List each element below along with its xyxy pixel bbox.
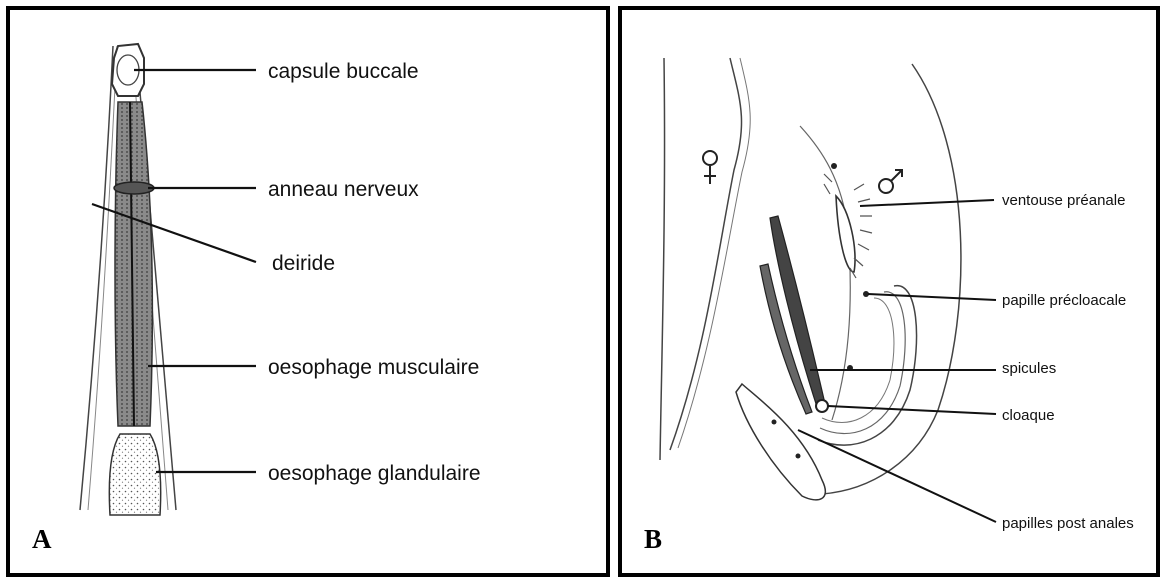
panel-a: capsule buccale anneau nerveux deiride o… bbox=[6, 6, 610, 577]
panel-letter-b: B bbox=[644, 524, 662, 555]
label-oesophage-musculaire: oesophage musculaire bbox=[268, 356, 479, 379]
label-anneau-nerveux: anneau nerveux bbox=[268, 178, 419, 201]
leader-cloaque bbox=[828, 406, 996, 414]
small-dot bbox=[831, 163, 837, 169]
leader-ventouse-preanale bbox=[860, 200, 994, 206]
male-tail-tip bbox=[736, 384, 825, 500]
male-body-outer bbox=[822, 64, 961, 494]
panel-letter-a: A bbox=[32, 524, 52, 555]
preanal-sucker bbox=[836, 196, 855, 272]
anterior-end-drawing: capsule buccale anneau nerveux deiride o… bbox=[10, 10, 606, 573]
label-papilles-post-anales: papilles post anales bbox=[1002, 515, 1134, 532]
leader-papilles-post-anales bbox=[798, 430, 996, 522]
glandular-oesophagus bbox=[109, 434, 160, 515]
label-cloaque: cloaque bbox=[1002, 407, 1055, 424]
female-tail-curve bbox=[670, 58, 742, 450]
label-ventouse-preanale: ventouse préanale bbox=[1002, 192, 1125, 209]
leader-papille-precloacale bbox=[868, 294, 996, 300]
sheath-line-3 bbox=[822, 298, 894, 422]
label-spicules: spicules bbox=[1002, 360, 1056, 377]
posterior-end-drawing: ventouse préanale papille précloacale sp… bbox=[622, 10, 1156, 573]
panel-b: ventouse préanale papille précloacale sp… bbox=[618, 6, 1160, 577]
body-cuticle-left bbox=[80, 46, 113, 510]
label-papille-precloacale: papille précloacale bbox=[1002, 292, 1126, 309]
postanal-papilla-1 bbox=[772, 420, 777, 425]
label-oesophage-glandulaire: oesophage glandulaire bbox=[268, 462, 481, 485]
label-capsule-buccale: capsule buccale bbox=[268, 60, 419, 83]
cloaca bbox=[816, 400, 828, 412]
postanal-papilla-2 bbox=[796, 454, 801, 459]
body-cuticle-left-inner bbox=[88, 46, 117, 510]
male-symbol-icon bbox=[879, 170, 902, 193]
label-deiride: deiride bbox=[272, 252, 335, 275]
female-tail-outer bbox=[660, 58, 665, 460]
female-symbol-icon bbox=[703, 151, 717, 184]
